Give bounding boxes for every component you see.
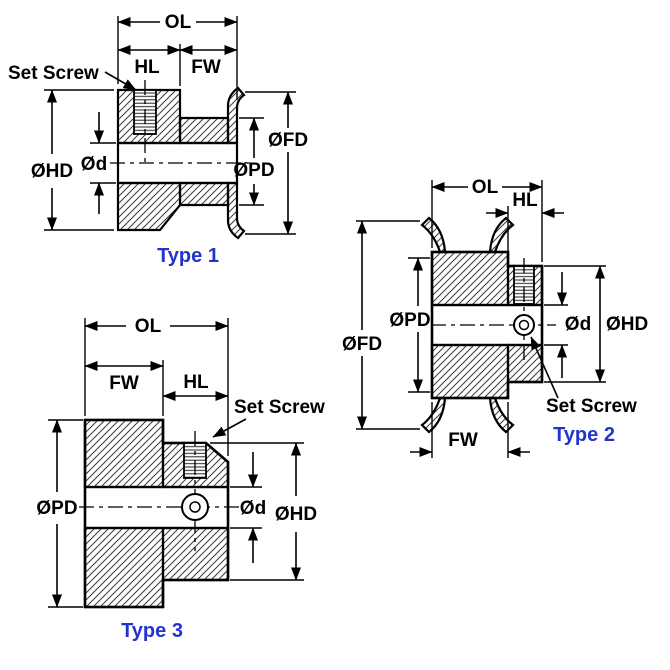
ol-label: OL xyxy=(165,12,192,33)
fd-label: ØFD xyxy=(268,130,308,151)
type3-set-screw-hole xyxy=(181,493,209,521)
type2-flange-horn-bottom-left xyxy=(420,396,447,434)
type2-set-screw-hole xyxy=(513,314,535,336)
hd-label: ØHD xyxy=(275,504,317,525)
type3-set-screw-hole-inner xyxy=(189,501,201,513)
type2-flange-horn-top-right xyxy=(488,216,515,254)
fw-label: FW xyxy=(191,57,221,78)
type2-caption: Type 2 xyxy=(553,424,615,446)
hd-label: ØHD xyxy=(31,161,73,182)
type3-hub-lower-section xyxy=(161,526,230,582)
set-screw-label: Set Screw xyxy=(546,396,637,417)
type2-dimensions: OL HL ØFD ØPD Ød ØHD Set Screw FW xyxy=(342,177,648,458)
d-label: Ød xyxy=(565,314,591,335)
fw-label: FW xyxy=(448,430,478,451)
pd-label: ØPD xyxy=(389,310,430,331)
type1-hub-lower-section xyxy=(116,181,182,232)
type2-set-screw-hole-inner xyxy=(518,319,530,331)
hl-label: HL xyxy=(134,57,160,78)
type1-flange-upper-section xyxy=(178,116,230,145)
hl-label: HL xyxy=(183,372,209,393)
pd-label: ØPD xyxy=(233,160,274,181)
type1-flange-lower-section xyxy=(178,181,230,207)
type1-flange-rim-bottom xyxy=(226,181,246,240)
type3-belt-upper-section xyxy=(83,418,165,489)
type1-flange-rim-top xyxy=(226,86,246,145)
type2-view: OL HL ØFD ØPD Ød ØHD Set Screw FW Type 2 xyxy=(342,177,648,458)
type3-belt-lower-section xyxy=(83,526,165,609)
set-screw-leader-arrow xyxy=(104,71,137,91)
type1-caption: Type 1 xyxy=(157,245,219,267)
ol-label: OL xyxy=(472,177,499,198)
type2-belt-upper-section xyxy=(430,250,510,307)
type3-caption: Type 3 xyxy=(121,620,183,642)
type3-body-outline xyxy=(83,418,230,609)
d-label: Ød xyxy=(240,498,266,519)
ol-label: OL xyxy=(135,316,162,337)
fw-label: FW xyxy=(109,373,139,394)
type1-view: OL HL FW ØHD Ød ØPD ØFD Set Screw Type 1 xyxy=(8,12,308,267)
hl-label: HL xyxy=(512,190,538,211)
type2-flange-horn-bottom-right xyxy=(488,396,515,434)
fd-label: ØFD xyxy=(342,334,382,355)
set-screw-label: Set Screw xyxy=(8,63,99,84)
set-screw-leader-arrow xyxy=(212,418,247,438)
type1-dimensions: OL HL FW ØHD Ød ØPD ØFD Set Screw xyxy=(8,12,308,235)
hd-label: ØHD xyxy=(606,314,648,335)
pd-label: ØPD xyxy=(36,498,77,519)
type2-belt-lower-section xyxy=(430,343,510,400)
d-label: Ød xyxy=(81,154,107,175)
set-screw-label: Set Screw xyxy=(234,397,325,418)
type2-flange-horn-top-left xyxy=(420,216,447,254)
type3-view: OL FW HL ØPD Ød ØHD Set Screw Type 3 xyxy=(36,316,325,642)
type3-dimensions: OL FW HL ØPD Ød ØHD Set Screw xyxy=(36,316,325,608)
set-screw-leader-arrow xyxy=(530,336,559,399)
